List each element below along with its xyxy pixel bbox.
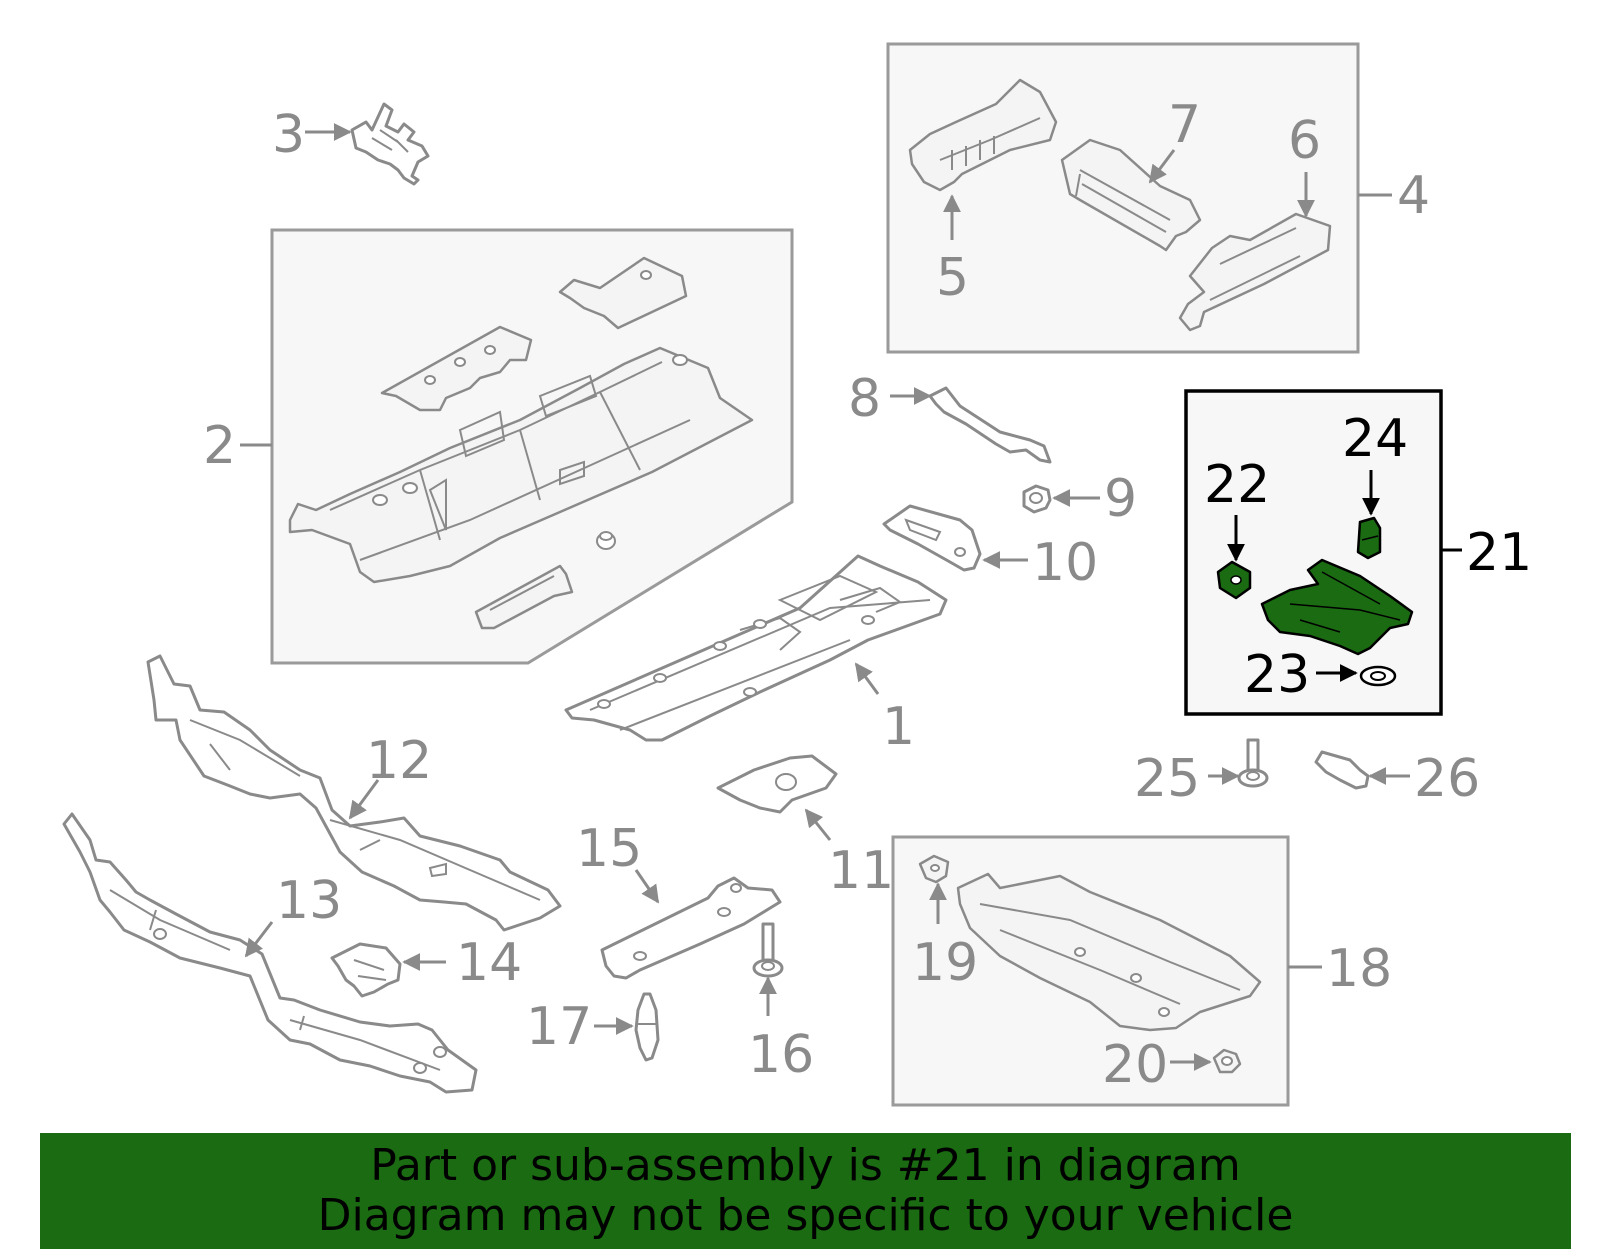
callout-12: 12 bbox=[366, 731, 432, 791]
part-2-lower-rail bbox=[474, 564, 574, 630]
callout-15: 15 bbox=[576, 819, 642, 879]
callout-2: 2 bbox=[203, 416, 236, 476]
part-15-plate bbox=[600, 876, 782, 980]
part-24-bracket bbox=[1356, 516, 1382, 560]
callout-14: 14 bbox=[456, 933, 522, 993]
callout-1: 1 bbox=[882, 697, 915, 757]
callout-17: 17 bbox=[526, 997, 592, 1057]
part-10-plate bbox=[882, 504, 982, 572]
callout-23: 23 bbox=[1244, 645, 1310, 705]
part-2-upper-plate bbox=[380, 325, 533, 412]
part-16-bolt bbox=[752, 922, 784, 978]
part-1-floor-pan bbox=[564, 554, 948, 742]
parts-diagram: 1 2 3 4 5 6 7 8 9 10 11 12 13 14 15 16 1… bbox=[62, 42, 1532, 1107]
callout-13: 13 bbox=[276, 871, 342, 931]
part-20-nut bbox=[1212, 1048, 1242, 1074]
part-18-rear-rail bbox=[956, 872, 1262, 1032]
callout-25: 25 bbox=[1134, 749, 1200, 809]
part-6-rear-crossmember bbox=[1178, 212, 1332, 332]
part-9-nut bbox=[1022, 484, 1052, 514]
info-banner: Part or sub-assembly is #21 in diagram D… bbox=[40, 1133, 1571, 1249]
callout-11: 11 bbox=[828, 841, 894, 901]
part-2-floor-pan-front bbox=[288, 346, 754, 584]
banner-line-1: Part or sub-assembly is #21 in diagram bbox=[370, 1140, 1241, 1191]
callout-9: 9 bbox=[1104, 469, 1137, 529]
part-2-grommet bbox=[596, 531, 616, 550]
callout-3: 3 bbox=[272, 105, 305, 165]
callout-19: 19 bbox=[912, 933, 978, 993]
part-12-side-rail bbox=[146, 654, 562, 932]
callout-16: 16 bbox=[748, 1025, 814, 1085]
callout-22: 22 bbox=[1204, 455, 1270, 515]
callout-18: 18 bbox=[1326, 939, 1392, 999]
callout-labels: 1 2 3 4 5 6 7 8 9 10 11 12 13 14 15 16 1… bbox=[203, 95, 1532, 1095]
part-3-bracket bbox=[350, 102, 430, 186]
callout-5: 5 bbox=[936, 248, 969, 308]
part-23-washer bbox=[1359, 665, 1397, 687]
group-box-21 bbox=[1184, 389, 1443, 716]
part-11-bracket bbox=[716, 754, 838, 814]
part-17-push-pin bbox=[634, 992, 660, 1062]
part-19-clip bbox=[918, 854, 950, 884]
part-7-center-crossmember bbox=[1060, 138, 1202, 252]
banner-line-2: Diagram may not be specific to your vehi… bbox=[317, 1190, 1294, 1241]
callout-8: 8 bbox=[848, 369, 881, 429]
part-21-bracket-assembly bbox=[1260, 558, 1414, 656]
callout-24: 24 bbox=[1342, 409, 1408, 469]
part-26-bracket bbox=[1314, 750, 1370, 790]
callout-7: 7 bbox=[1168, 95, 1201, 155]
part-13-long-rail bbox=[62, 812, 478, 1094]
part-8-rail bbox=[928, 386, 1052, 464]
part-5-front-crossmember bbox=[908, 78, 1058, 192]
callout-21: 21 bbox=[1466, 523, 1532, 583]
part-14-bracket bbox=[330, 942, 402, 998]
part-25-bolt bbox=[1237, 738, 1269, 788]
leader-lines bbox=[240, 123, 1462, 1071]
callout-26: 26 bbox=[1414, 749, 1480, 809]
part-2-top-bracket bbox=[558, 256, 688, 330]
callout-20: 20 bbox=[1102, 1035, 1168, 1095]
callout-6: 6 bbox=[1288, 111, 1321, 171]
part-22-clip bbox=[1216, 560, 1252, 600]
callout-10: 10 bbox=[1032, 533, 1098, 593]
callout-4: 4 bbox=[1397, 166, 1430, 226]
